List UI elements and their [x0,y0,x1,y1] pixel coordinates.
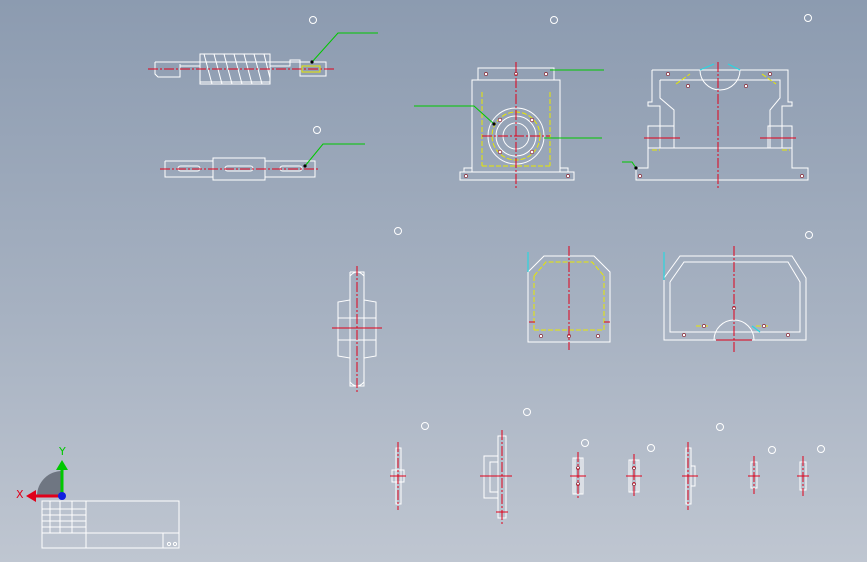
view-origin-marker [421,422,429,430]
title-block-frame [41,500,180,549]
view-origin-marker [394,227,402,235]
bearing-cap-2-view[interactable] [480,408,531,525]
housing-section-leader [622,161,637,169]
view-origin-marker [804,14,812,22]
title-block[interactable] [41,500,180,549]
view-origin-marker [581,439,589,447]
output-shaft-leader [304,143,365,167]
triad-x-arrow [26,490,36,502]
worm-wheel-view[interactable] [332,227,402,393]
triad-x-label: X [16,488,24,501]
bushing-1-view[interactable] [570,439,589,501]
cover-small-outline [527,255,611,343]
view-origin-marker [805,231,813,239]
washer-2-view[interactable] [797,445,825,497]
seal-1-view[interactable] [682,423,724,511]
housing-section-outline [635,69,809,181]
housing-base [459,171,575,181]
view-origin-marker [309,16,317,24]
view-origin-marker [817,445,825,453]
worm-shaft-leader [311,32,378,63]
cover-small-view[interactable] [527,246,611,350]
housing-front-view[interactable] [414,16,604,189]
coordinate-triad: Y X [16,445,68,502]
triad-z-axis [58,492,66,500]
housing-section-view[interactable] [622,14,812,189]
triad-y-arrow [56,460,68,470]
projection-symbol [166,541,172,547]
cover-large-outline [663,255,807,341]
washer-1-view[interactable] [748,446,776,495]
output-shaft-view[interactable] [160,126,365,181]
view-origin-marker [313,126,321,134]
worm-shaft-view[interactable] [148,16,378,85]
view-origin-marker [768,446,776,454]
bushing-2-view[interactable] [626,444,655,499]
view-origin-marker [716,423,724,431]
view-origin-marker [523,408,531,416]
view-origin-marker [647,444,655,452]
triad-y-label: Y [58,445,66,458]
view-origin-marker [550,16,558,24]
cover-large-view[interactable] [663,231,813,353]
housing-leader-2 [414,105,495,125]
bearing-cap-1-view[interactable] [390,422,429,511]
